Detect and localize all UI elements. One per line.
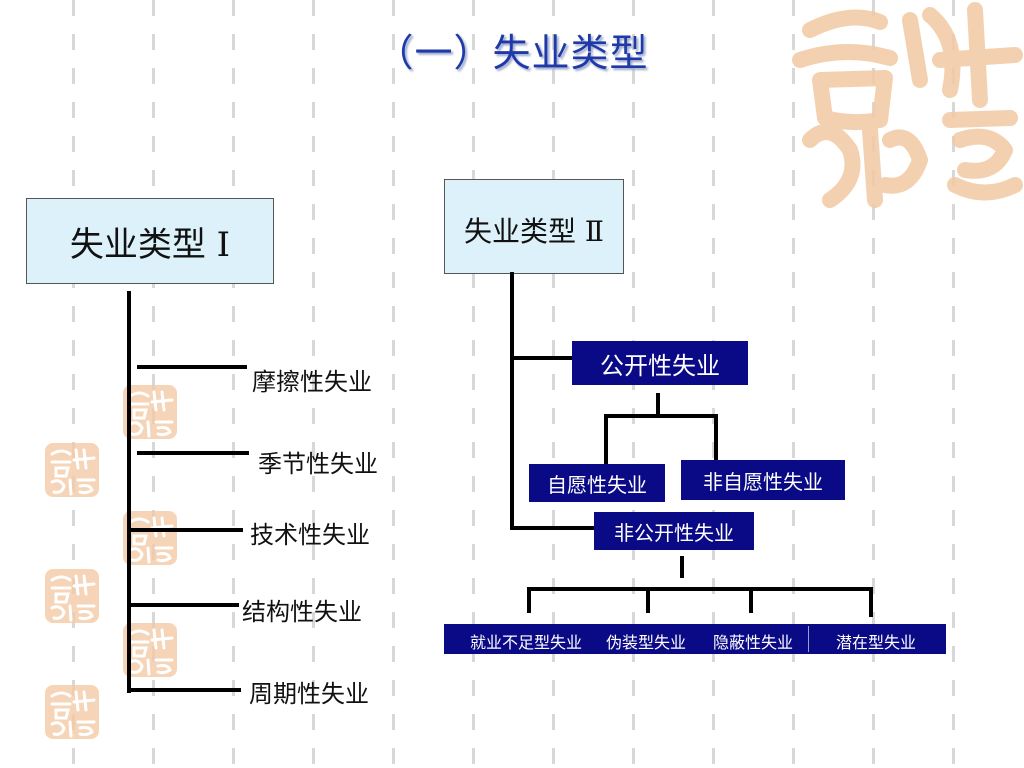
hidden-unemployment-box: 非公开性失业 — [594, 512, 754, 550]
hidden-drop-line — [527, 587, 531, 613]
seal-icon — [45, 443, 99, 497]
type1-item-seasonal: 季节性失业 — [258, 450, 378, 478]
type1-heading-box: 失业类型 Ⅰ — [26, 198, 274, 284]
type2-branch-line — [510, 356, 572, 360]
type1-trunk-line — [127, 291, 131, 693]
hidden-item-underemployment: 就业不足型失业 — [470, 633, 583, 652]
seal-icon — [123, 385, 177, 439]
background-dash-column — [232, 0, 235, 768]
involuntary-unemployment-box: 非自愿性失业 — [681, 460, 845, 500]
type2-heading: 失业类型 Ⅱ — [464, 215, 604, 248]
background-dash-column — [872, 0, 875, 768]
hidden-item-disguised: 伪装型失业 — [606, 633, 687, 652]
type1-branch-line — [137, 365, 247, 369]
type1-item-cyclical: 周期性失业 — [249, 680, 369, 708]
hidden-item-latent: 潜在型失业 — [836, 633, 917, 652]
hidden-unemployment-label: 非公开性失业 — [614, 520, 734, 545]
type2-branch-line — [510, 526, 594, 530]
seal-icon — [45, 569, 99, 623]
type1-item-technological: 技术性失业 — [250, 521, 370, 549]
hidden-item-concealed: 隐蔽性失业 — [713, 633, 794, 652]
voluntary-unemployment-label: 自愿性失业 — [547, 472, 647, 497]
type1-branch-line — [137, 451, 249, 455]
seal-icon — [123, 623, 177, 677]
background-dash-column — [392, 0, 395, 768]
involuntary-unemployment-label: 非自愿性失业 — [703, 469, 823, 494]
type1-heading: 失业类型 Ⅰ — [69, 224, 231, 265]
hidden-drop-line — [869, 587, 873, 617]
voluntary-unemployment-box: 自愿性失业 — [529, 464, 665, 502]
type1-branch-line — [131, 528, 243, 532]
hidden-drop-line — [646, 587, 650, 613]
calligraphy-logo-icon — [792, 2, 1023, 208]
type1-item-structural: 结构性失业 — [242, 598, 362, 626]
type2-trunk-line — [510, 272, 514, 528]
background-dash-column — [72, 0, 75, 768]
page-title: （一）失业类型 — [375, 31, 649, 75]
bar-divider — [808, 626, 809, 652]
open-right-drop-line — [714, 414, 718, 462]
open-unemployment-box: 公开性失业 — [572, 341, 748, 385]
hidden-split-line — [527, 587, 873, 591]
open-stem-line — [656, 393, 660, 415]
hidden-subtypes-bar: 就业不足型失业 伪装型失业 隐蔽性失业 潜在型失业 — [444, 624, 946, 654]
background-dash-column — [792, 0, 795, 768]
type2-heading-box: 失业类型 Ⅱ — [444, 179, 624, 274]
type1-item-frictional: 摩擦性失业 — [252, 368, 372, 396]
type1-branch-line — [131, 603, 239, 607]
background-dash-column — [312, 0, 315, 768]
hidden-stem-line — [680, 556, 684, 578]
seal-icon — [123, 511, 177, 565]
open-unemployment-label: 公开性失业 — [600, 351, 720, 380]
type1-branch-line — [131, 688, 241, 692]
background-dash-column — [552, 0, 555, 768]
background-dash-column — [152, 0, 155, 768]
open-left-drop-line — [604, 414, 608, 464]
hidden-drop-line — [749, 587, 753, 613]
background-dash-column — [472, 0, 475, 768]
open-split-line — [604, 414, 718, 418]
background-dash-column — [952, 0, 955, 768]
seal-icon — [45, 685, 99, 739]
